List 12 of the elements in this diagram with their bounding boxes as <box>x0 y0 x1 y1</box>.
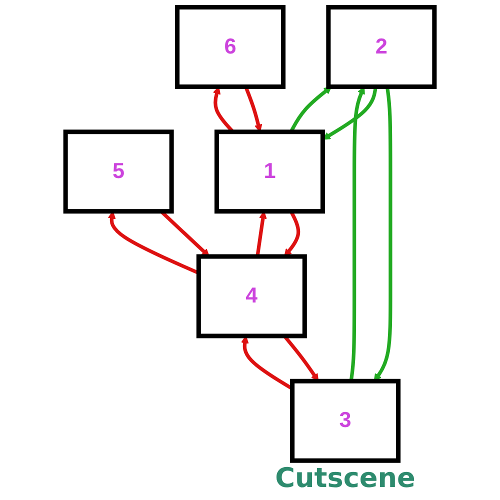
arrow <box>108 210 200 275</box>
node-box: 6 <box>175 4 286 89</box>
node-box: 4 <box>196 254 307 338</box>
arrow <box>244 86 262 132</box>
node-box: 5 <box>63 130 174 214</box>
node-box: 3 <box>290 378 401 463</box>
node-box: 1 <box>214 130 325 214</box>
node-box: 2 <box>326 4 437 89</box>
arrow <box>374 86 392 382</box>
arrow <box>256 210 267 257</box>
arrow <box>322 86 378 140</box>
node-caption: Cutscene <box>275 463 416 494</box>
